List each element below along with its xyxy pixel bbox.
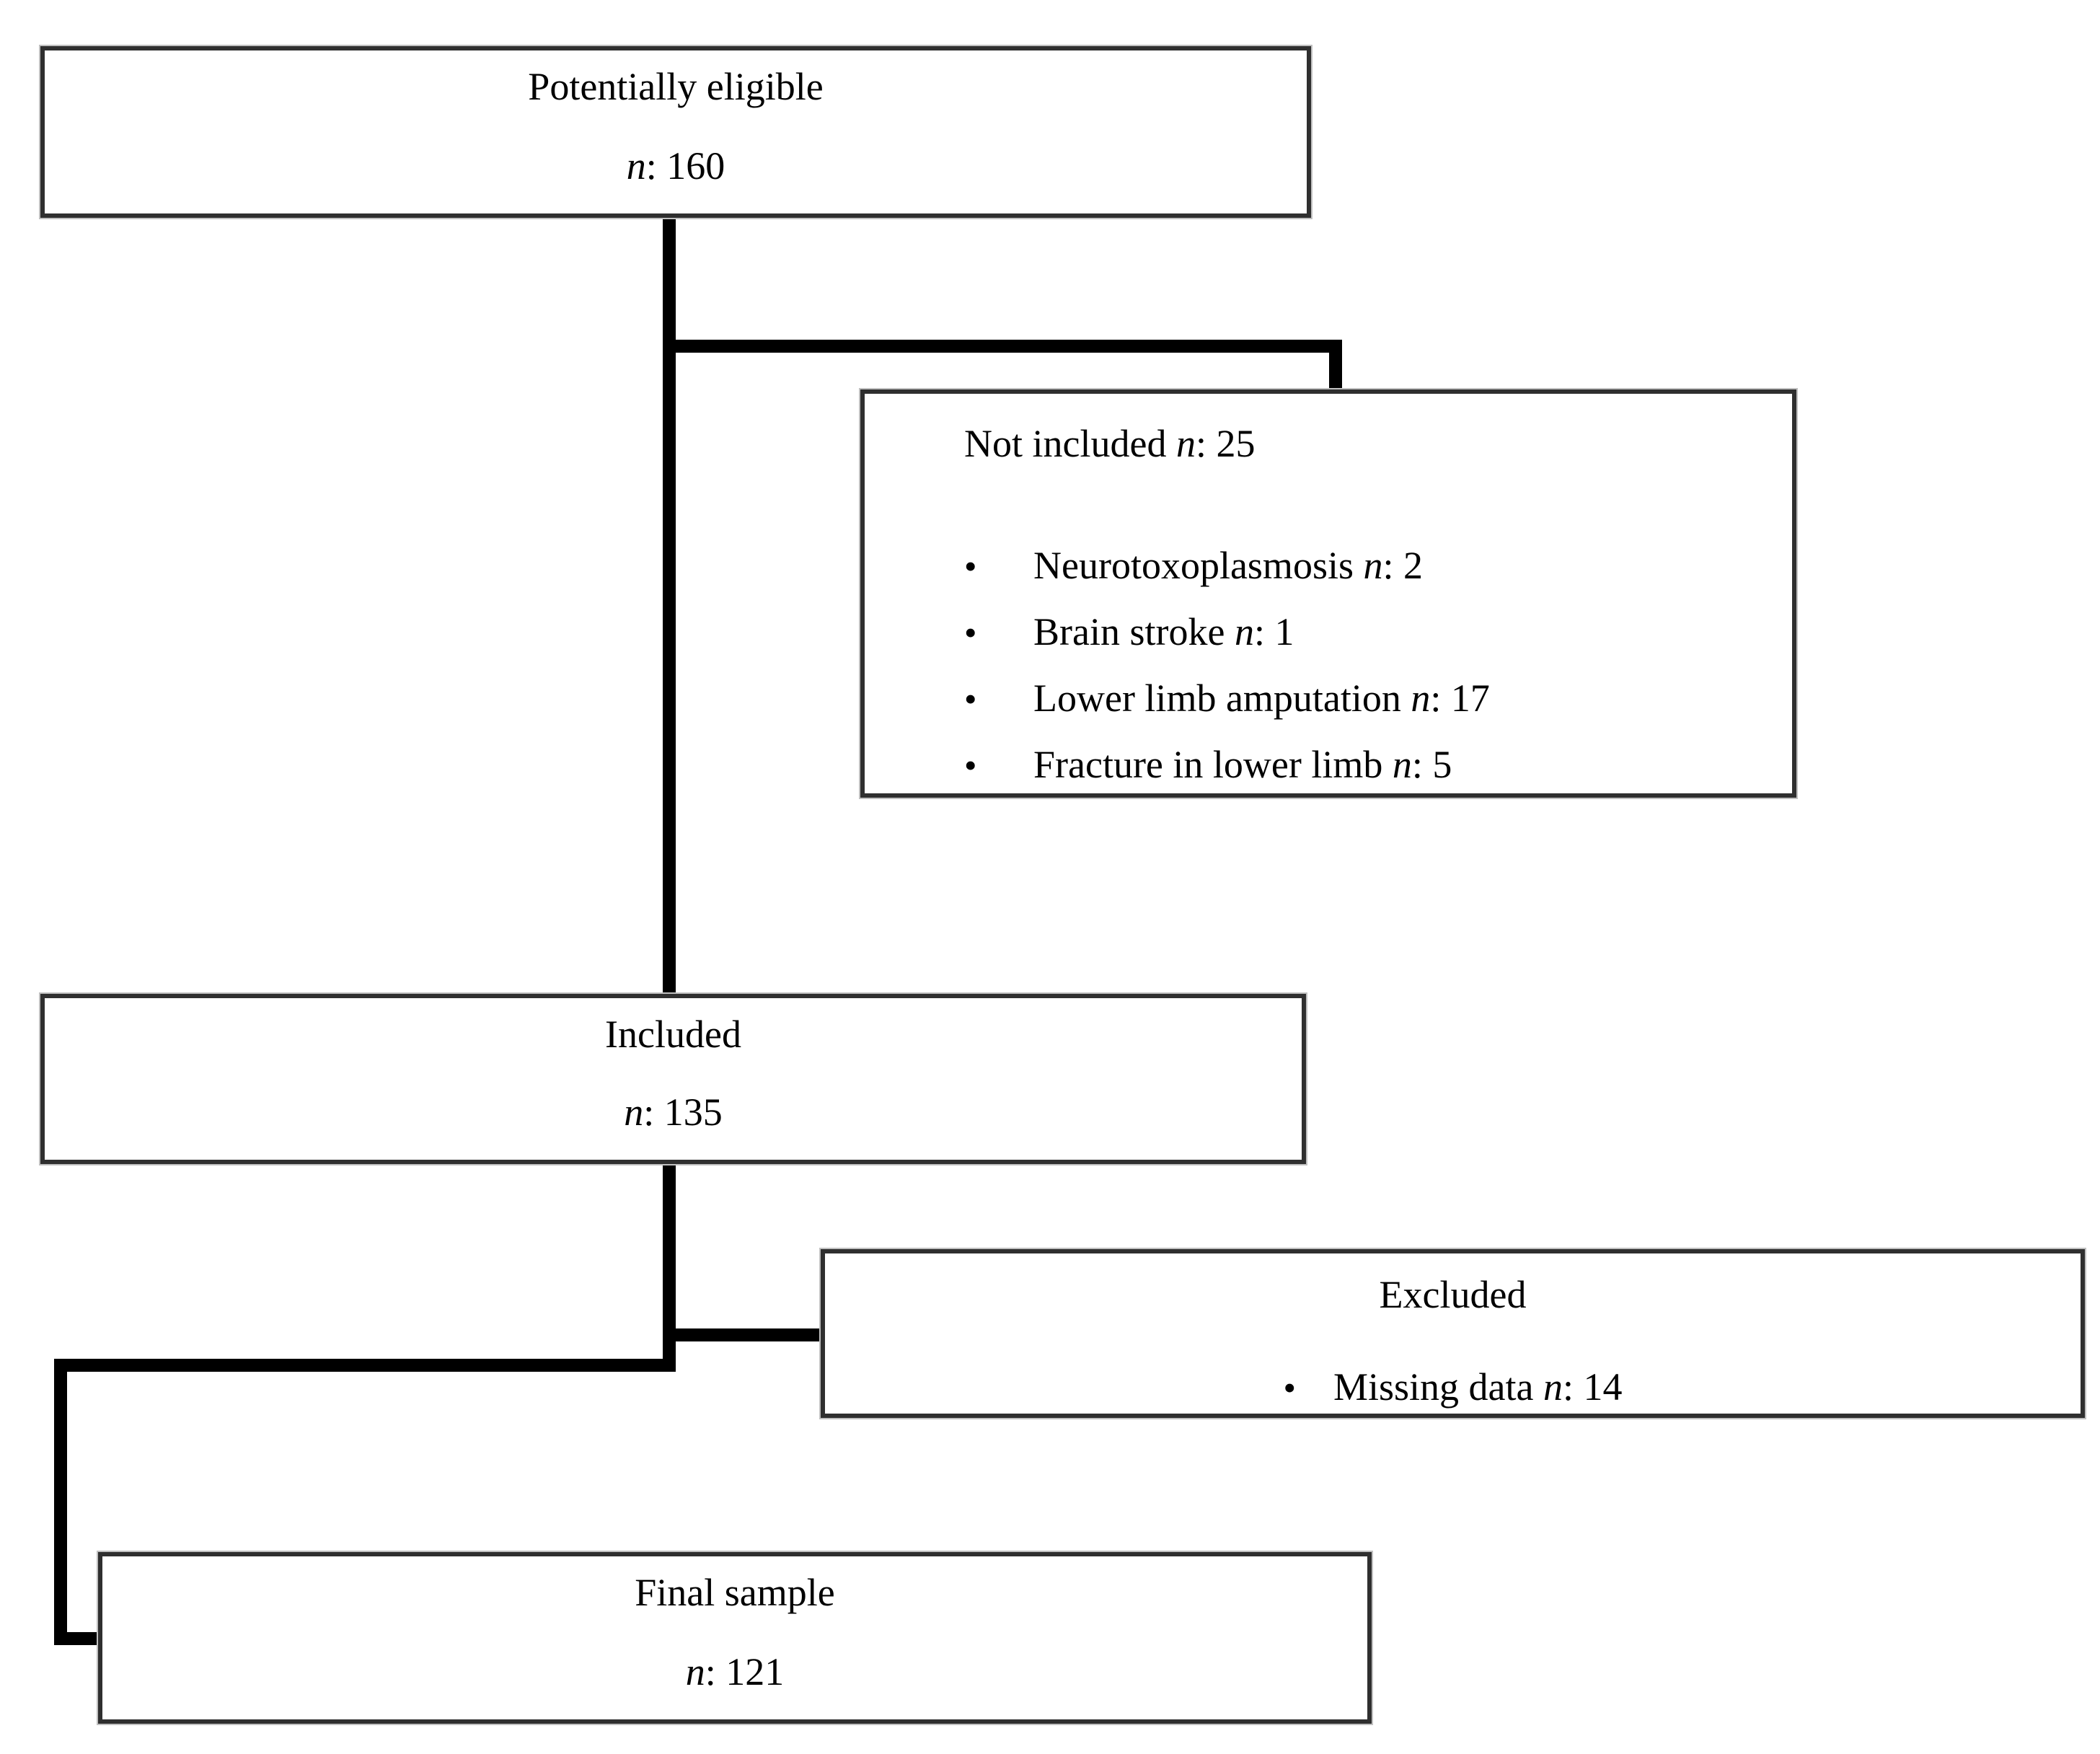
- n-value: : 160: [645, 144, 725, 188]
- bullet-icon: •: [964, 612, 977, 653]
- n-symbol: n: [626, 144, 646, 188]
- box-potentially-eligible: Potentially eligible n: 160: [39, 45, 1312, 219]
- box-title: Included: [605, 1013, 741, 1056]
- n-value: : 121: [705, 1650, 785, 1693]
- n-symbol: n: [1175, 422, 1196, 465]
- box-final-sample: Final sample n: 121: [97, 1551, 1373, 1725]
- n-count-line: n: 160: [627, 140, 725, 192]
- box-title: Final sample: [635, 1571, 835, 1614]
- box-included: Included n: 135: [39, 992, 1307, 1165]
- list-item-text: Missing data n: 14: [1333, 1365, 1623, 1409]
- box-title: Not included n: 25: [964, 418, 1770, 469]
- n-value: : 135: [643, 1090, 723, 1134]
- bullet-icon: •: [964, 745, 977, 785]
- bullet-icon: •: [1283, 1367, 1296, 1408]
- exclusion-reason-list: • Neurotoxoplasmosis n: 2 • Brain stroke…: [964, 532, 1770, 798]
- list-item-text: Neurotoxoplasmosis n: 2: [1033, 544, 1423, 587]
- list-item: • Neurotoxoplasmosis n: 2: [964, 532, 1770, 599]
- box-title: Potentially eligible: [528, 65, 824, 108]
- list-item: • Missing data n: 14: [825, 1362, 2081, 1412]
- list-item-text: Brain stroke n: 1: [1033, 610, 1294, 653]
- list-item: • Lower limb amputation n: 17: [964, 665, 1770, 731]
- n-symbol: n: [624, 1090, 644, 1134]
- connector-branch-final-sample: [54, 1359, 676, 1645]
- list-item: • Brain stroke n: 1: [964, 599, 1770, 665]
- list-item-text: Lower limb amputation n: 17: [1033, 677, 1490, 720]
- heading-text: Not included: [964, 422, 1176, 465]
- box-excluded: Excluded • Missing data n: 14: [819, 1248, 2086, 1419]
- n-symbol: n: [685, 1650, 705, 1693]
- n-count-line: n: 121: [686, 1646, 785, 1698]
- list-item-text: Fracture in lower limb n: 5: [1033, 743, 1452, 786]
- box-title: Excluded: [1379, 1273, 1527, 1316]
- bullet-icon: •: [964, 546, 977, 586]
- n-count-line: n: 135: [624, 1086, 723, 1138]
- list-item: • Fracture in lower limb n: 5: [964, 731, 1770, 798]
- box-not-included: Not included n: 25 • Neurotoxoplasmosis …: [859, 388, 1798, 799]
- bullet-icon: •: [964, 679, 977, 719]
- n-value: : 25: [1195, 422, 1256, 465]
